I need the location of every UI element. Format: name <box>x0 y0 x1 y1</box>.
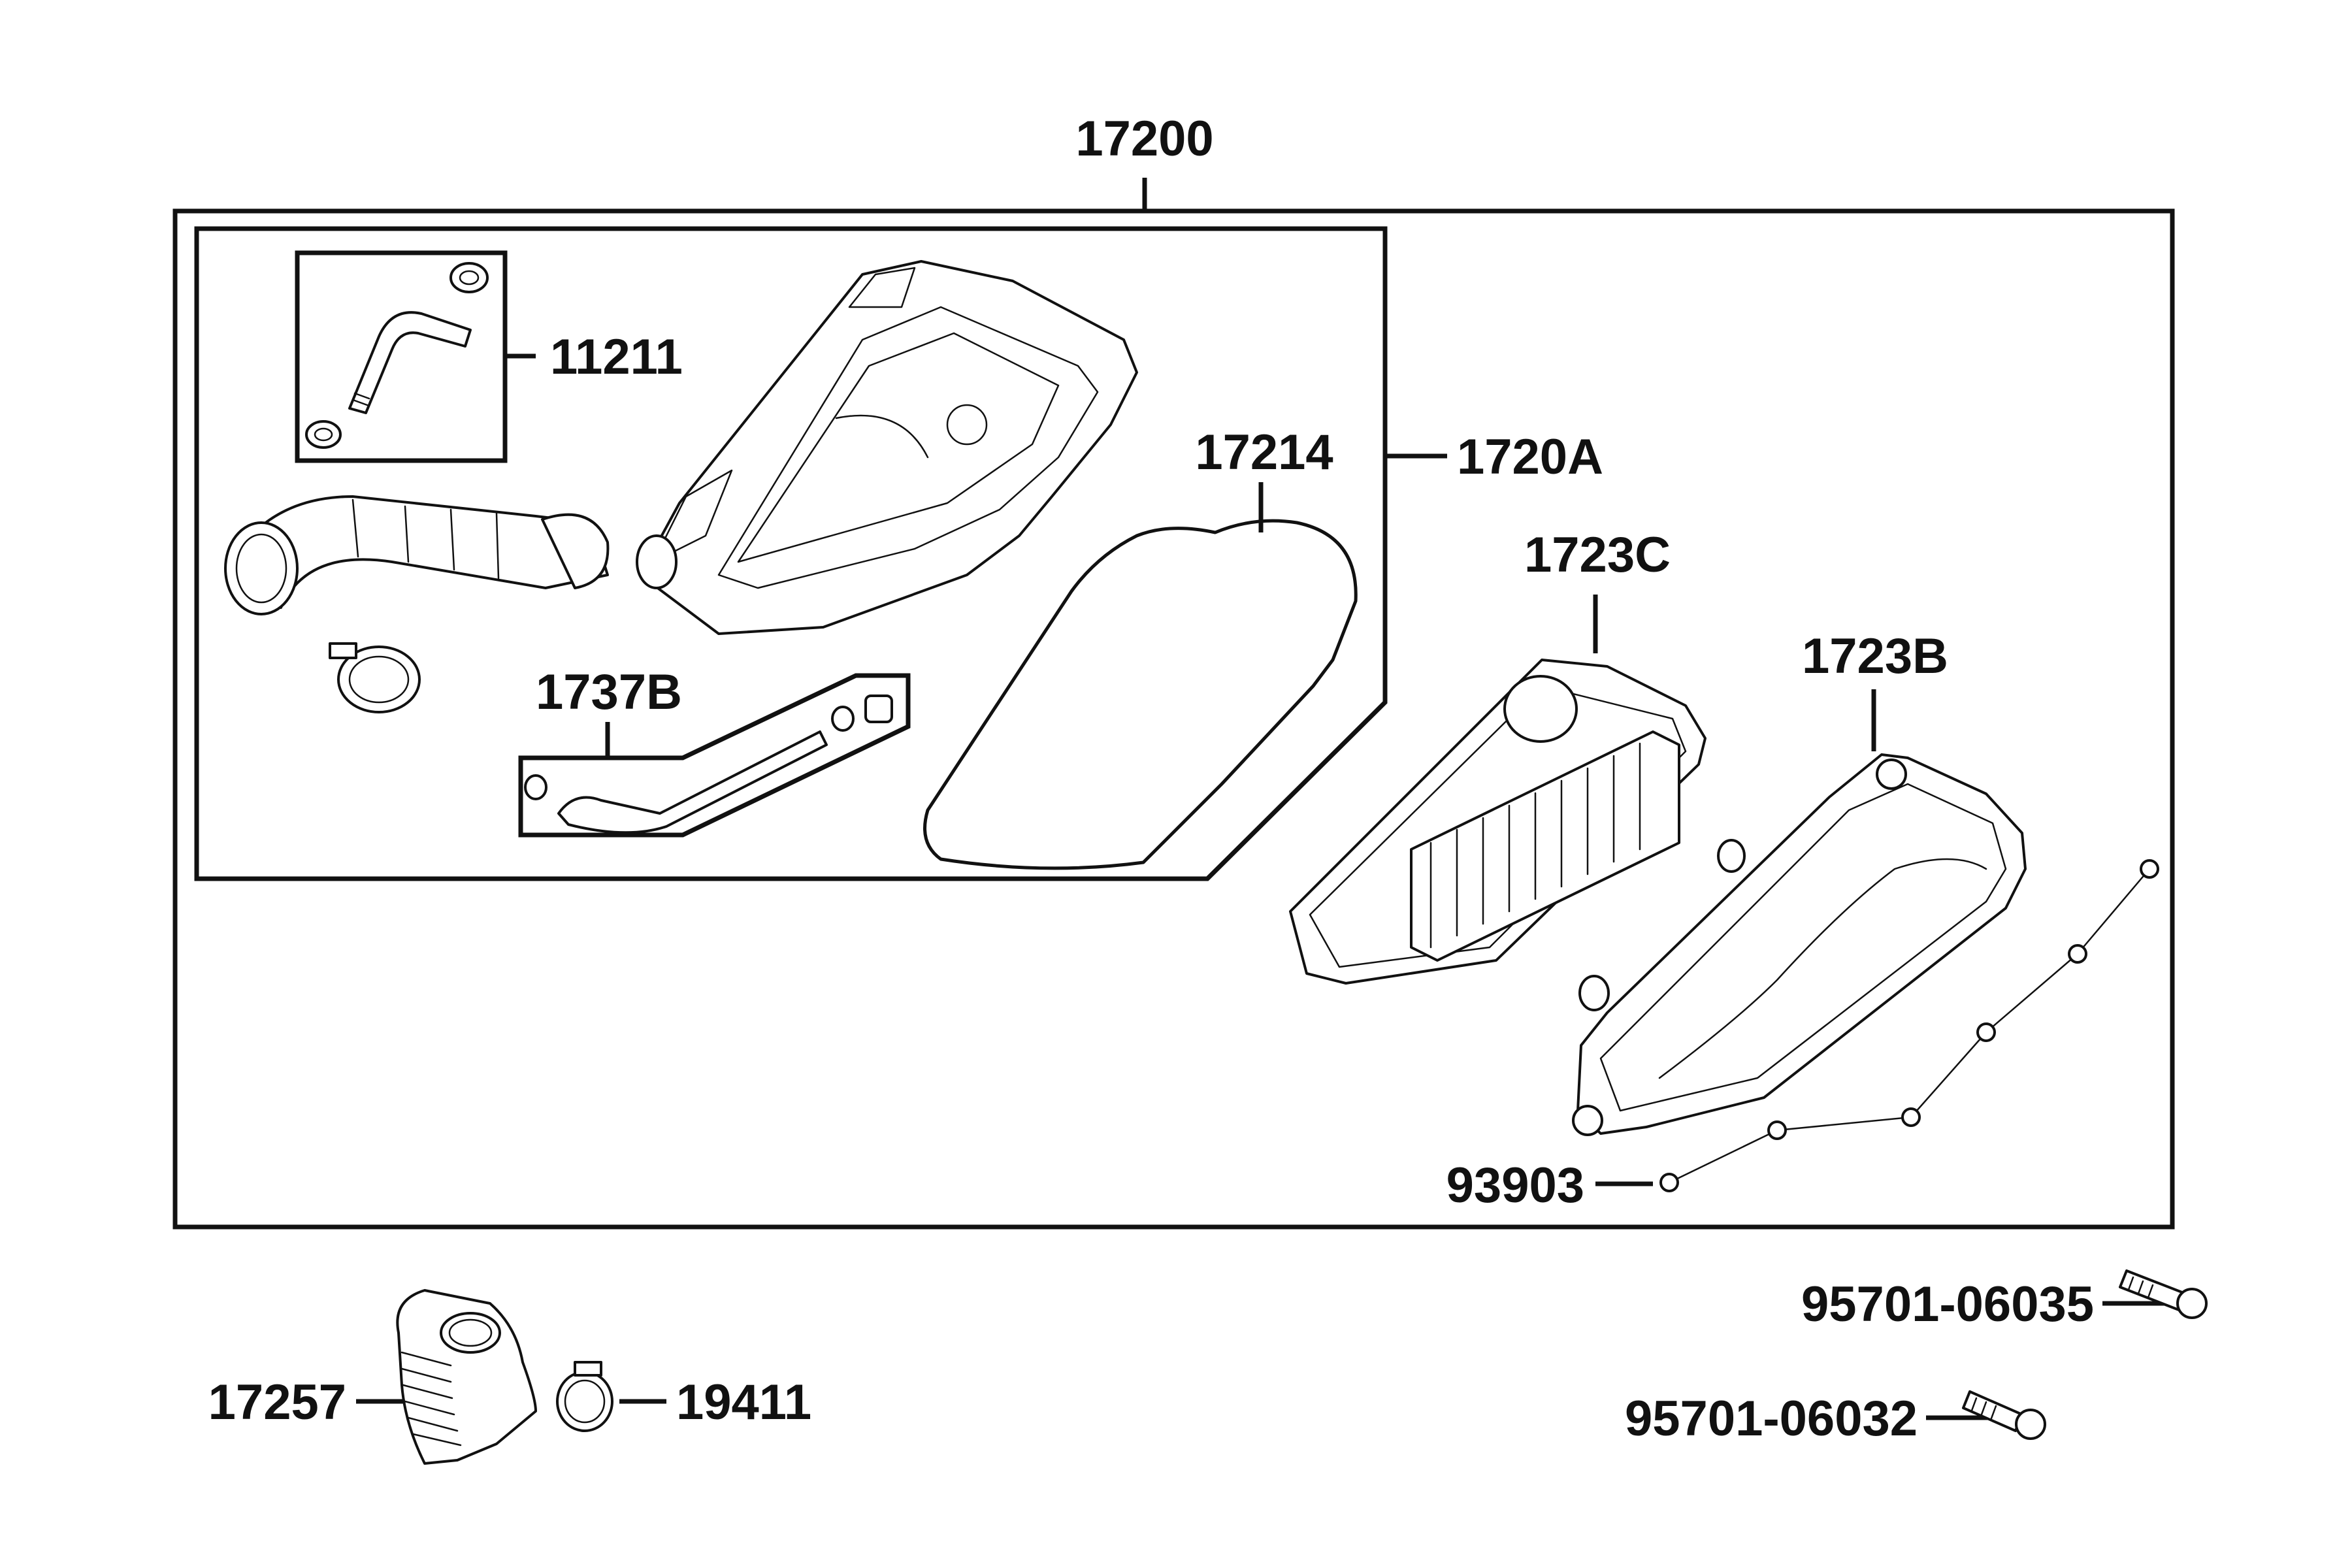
bolt-b-part <box>1962 1390 2046 1440</box>
callout-95701-06035: 95701-06035 <box>1801 1277 2094 1332</box>
case-subassembly-frame-1720A <box>194 226 1388 881</box>
bolt-a-part <box>2119 1269 2208 1319</box>
drain-tube-part <box>524 694 893 834</box>
callout-labels: 17200 11211 1720A 17214 1737B 1723C 1723… <box>208 111 2094 1446</box>
assembly-frame-17200 <box>172 208 2175 1230</box>
breather-hose-part <box>305 262 489 449</box>
air-cleaner-case-part <box>636 260 1138 635</box>
callout-17200: 17200 <box>1075 111 1213 167</box>
filter-element-part <box>1289 659 1707 985</box>
screws-part <box>1659 859 2159 1192</box>
callout-19411: 19411 <box>676 1375 811 1430</box>
clamp-19411-part <box>556 1361 613 1432</box>
drain-tube-frame <box>518 673 911 838</box>
callout-1723C: 1723C <box>1524 527 1671 583</box>
callout-1720A: 1720A <box>1457 429 1603 485</box>
intake-duct-part <box>396 1289 537 1465</box>
intake-boot-part <box>224 495 610 615</box>
callout-17257: 17257 <box>208 1375 346 1430</box>
callout-17214: 17214 <box>1195 425 1333 480</box>
clamp-part <box>329 642 421 713</box>
callout-1737B: 1737B <box>536 664 682 720</box>
callout-93903: 93903 <box>1446 1158 1584 1213</box>
gasket-part <box>923 519 1358 870</box>
callout-11211: 11211 <box>550 329 683 385</box>
cover-part <box>1572 753 2027 1136</box>
callout-95701-06032: 95701-06032 <box>1625 1391 1918 1446</box>
callout-1723B: 1723B <box>1802 629 1948 684</box>
